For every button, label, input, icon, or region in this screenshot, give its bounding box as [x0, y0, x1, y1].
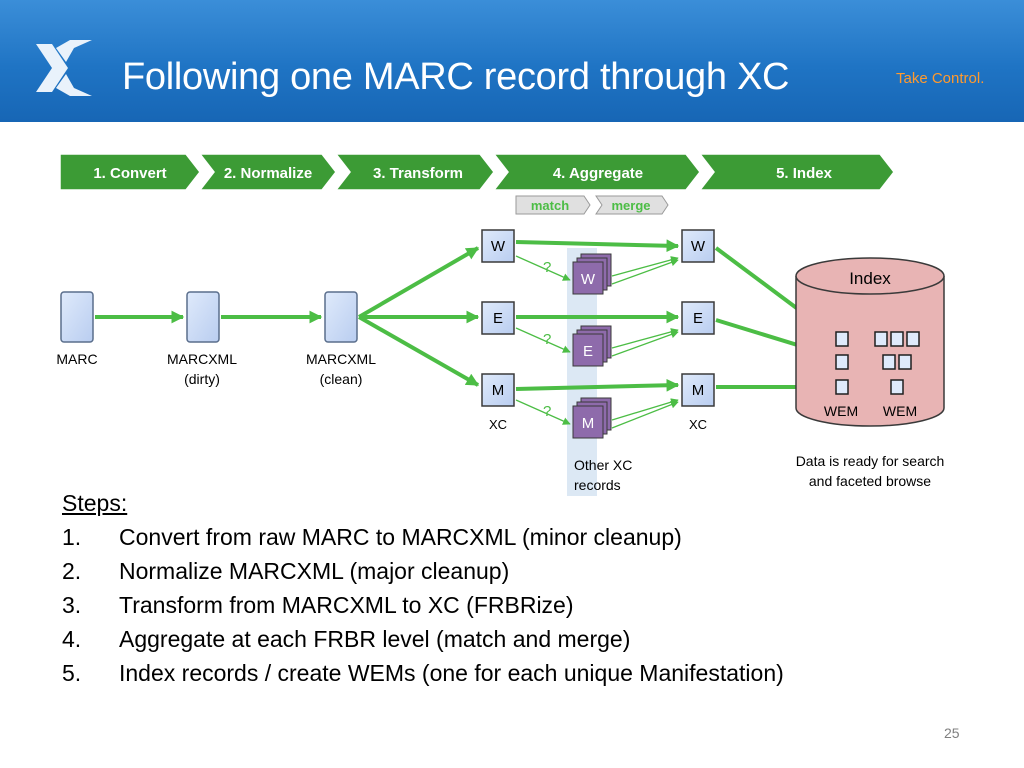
tagline: Take Control.	[896, 70, 985, 87]
match-marker: ?	[543, 259, 551, 276]
other-manifestation-stack	[572, 397, 612, 439]
xc-logo-icon	[36, 40, 92, 96]
xc-caption: XC	[489, 417, 507, 432]
wem-label: WEM	[883, 403, 917, 419]
index-label: Index	[849, 269, 891, 288]
step-number: 2.	[62, 558, 82, 584]
slide-title: Following one MARC record through XC	[122, 56, 790, 98]
substage-label: match	[531, 198, 569, 213]
stage-label: 3. Transform	[373, 165, 463, 182]
xc-box-label: E	[693, 310, 703, 327]
match-marker: ?	[543, 403, 551, 420]
step-item: 3. Transform from MARCXML to XC (FRBRize)	[62, 588, 784, 622]
step-text: Convert from raw MARC to MARCXML (minor …	[119, 524, 682, 550]
step-item: 4. Aggregate at each FRBR level (match an…	[62, 622, 784, 656]
step-item: 1. Convert from raw MARC to MARCXML (mino…	[62, 520, 784, 554]
marcxml-clean-document	[324, 291, 358, 343]
other-record-label: M	[582, 415, 595, 432]
xc-caption: XC	[689, 417, 707, 432]
xc-box-label: M	[492, 382, 505, 399]
other-expression-stack	[572, 325, 612, 367]
steps-heading: Steps:	[62, 490, 128, 516]
stage-chevron-aggregate	[492, 153, 701, 191]
stage-label: 1. Convert	[93, 165, 166, 182]
stage-label: 2. Normalize	[224, 165, 312, 182]
step-text: Transform from MARCXML to XC (FRBRize)	[119, 592, 574, 618]
substage-label: merge	[611, 198, 650, 213]
marc-document	[60, 291, 94, 343]
record-label: MARCXML(dirty)	[167, 351, 237, 387]
stage-label: 4. Aggregate	[553, 165, 643, 182]
step-number: 3.	[62, 592, 82, 618]
xc-manifestation-box	[481, 373, 515, 407]
step-number: 5.	[62, 660, 82, 686]
xc-work-box	[681, 229, 715, 263]
step-number: 1.	[62, 524, 82, 550]
pipeline-bar: 1. Convert 2. Normalize 3. Transform 4. …	[59, 153, 895, 191]
step-number: 4.	[62, 626, 82, 652]
xc-box-label: M	[692, 382, 705, 399]
stage-chevron-transform	[334, 153, 495, 191]
record-label: MARCXML(clean)	[306, 351, 376, 387]
xc-work-box	[481, 229, 515, 263]
stage-chevron-normalize	[198, 153, 337, 191]
xc-box-label: W	[491, 238, 506, 255]
step-text: Index records / create WEMs (one for eac…	[119, 660, 784, 686]
slide-number: 25	[944, 725, 960, 741]
xc-expression-box	[481, 301, 515, 335]
step-text: Normalize MARCXML (major cleanup)	[119, 558, 510, 584]
marcxml-dirty-document	[186, 291, 220, 343]
xc-box-label: W	[691, 238, 706, 255]
step-item: 5. Index records / create WEMs (one for e…	[62, 656, 784, 690]
stage-chevron-index	[698, 153, 895, 191]
step-item: 2. Normalize MARCXML (major cleanup)	[62, 554, 784, 588]
match-arrows	[515, 255, 679, 429]
stage-chevron-convert	[59, 153, 201, 191]
title-bar: Following one MARC record through XC Tak…	[0, 0, 1024, 122]
steps-list: Steps: 1. Convert from raw MARC to MARCXM…	[62, 486, 784, 690]
other-record-label: W	[581, 271, 596, 288]
stage-label: 5. Index	[776, 165, 833, 182]
other-work-stack	[572, 253, 612, 295]
match-marker: ?	[543, 331, 551, 348]
xc-manifestation-box	[681, 373, 715, 407]
index-cylinder	[795, 257, 945, 427]
xc-expression-box	[681, 301, 715, 335]
wem-label: WEM	[824, 403, 858, 419]
wem-boxes	[835, 331, 920, 395]
step-text: Aggregate at each FRBR level (match and …	[119, 626, 631, 652]
xc-box-label: E	[493, 310, 503, 327]
record-label: MARC	[56, 351, 97, 367]
substage-chevron-merge	[595, 195, 669, 215]
substage-chevron-match	[515, 195, 591, 215]
other-record-label: E	[583, 343, 593, 360]
